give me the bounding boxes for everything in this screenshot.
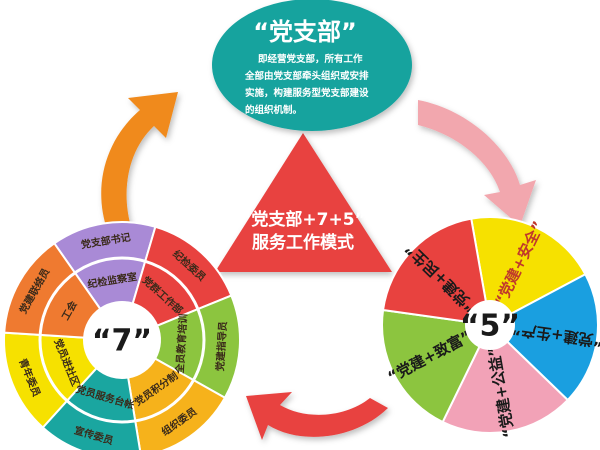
center-title-line2: 服务工作模式 — [252, 232, 354, 253]
center-triangle — [215, 133, 392, 272]
five-segment-1 — [470, 216, 587, 327]
seven-separator-ring — [38, 256, 206, 424]
five-segment-2 — [488, 272, 599, 402]
seven-outer-label-3: 党建指导员 — [213, 321, 229, 372]
five-center-circle — [465, 300, 515, 350]
five-segment-4 — [381, 308, 492, 424]
cycle-arrow-orange — [101, 92, 178, 232]
center-title-line1: “党支部+7+5” — [240, 209, 366, 230]
seven-center-circle — [86, 304, 158, 376]
top-circle-line-3: 实施，构建服务型党支部建设 — [245, 87, 369, 99]
seven-inner-label-3: 全员教育培训 — [173, 313, 190, 375]
top-circle-line-1: 即经营党支部，所有工作 — [258, 53, 363, 65]
five-segment-3 — [441, 323, 570, 434]
top-circle-line-2: 全部由党支部牵头组织或安排 — [244, 70, 369, 82]
five-wheel: “党建+安全”“党建+生产”“党建+公益”“党建+致富”“党建+民生”“5” — [381, 216, 600, 439]
cycle-arrow-red — [246, 392, 388, 440]
cycle-arrow-pink — [418, 100, 536, 226]
five-segment-5 — [381, 217, 492, 327]
top-circle-line-4: 的组织机制。 — [245, 104, 302, 116]
top-circle-title: “党支部” — [253, 18, 357, 46]
five-center-label: “5” — [460, 309, 520, 344]
seven-center-label: “7” — [92, 324, 152, 359]
seven-wheel: 党支部书记纪检委员党建指导员组织委员宣传委员青年委员党建联络员纪检监察室党群工作… — [3, 221, 241, 450]
top-circle — [212, 0, 412, 131]
